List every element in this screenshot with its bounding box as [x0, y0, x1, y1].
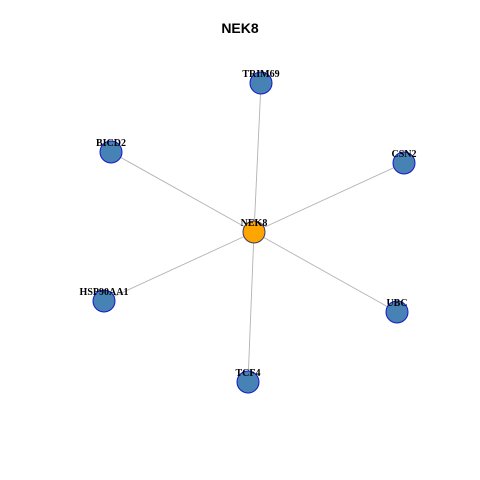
edge-nek8-csn2	[253, 162, 405, 233]
node-label-trim69: TRIM69	[242, 69, 279, 80]
edge-nek8-trim69	[253, 82, 262, 233]
edge-nek8-ubc	[253, 231, 398, 313]
edge-nek8-bicd2	[110, 151, 255, 233]
node-tcf4	[236, 370, 260, 394]
node-ubc	[385, 300, 409, 324]
node-hsp90aa1	[92, 289, 116, 313]
edge-layer	[103, 82, 405, 383]
node-label-bicd2: BICD2	[96, 138, 126, 149]
node-label-nek8: NEK8	[241, 218, 268, 229]
node-csn2	[392, 151, 416, 175]
node-trim69	[249, 71, 273, 95]
node-label-hsp90aa1: HSP90AA1	[80, 287, 129, 298]
node-label-tcf4: TCF4	[236, 368, 261, 379]
edge-nek8-hsp90aa1	[103, 231, 255, 302]
graph-title: NEK8	[221, 20, 259, 36]
node-bicd2	[99, 140, 123, 164]
edge-nek8-tcf4	[247, 231, 255, 383]
node-layer	[92, 71, 416, 394]
node-label-ubc: UBC	[386, 298, 407, 309]
node-nek8	[242, 220, 266, 244]
node-label-csn2: CSN2	[391, 149, 416, 160]
